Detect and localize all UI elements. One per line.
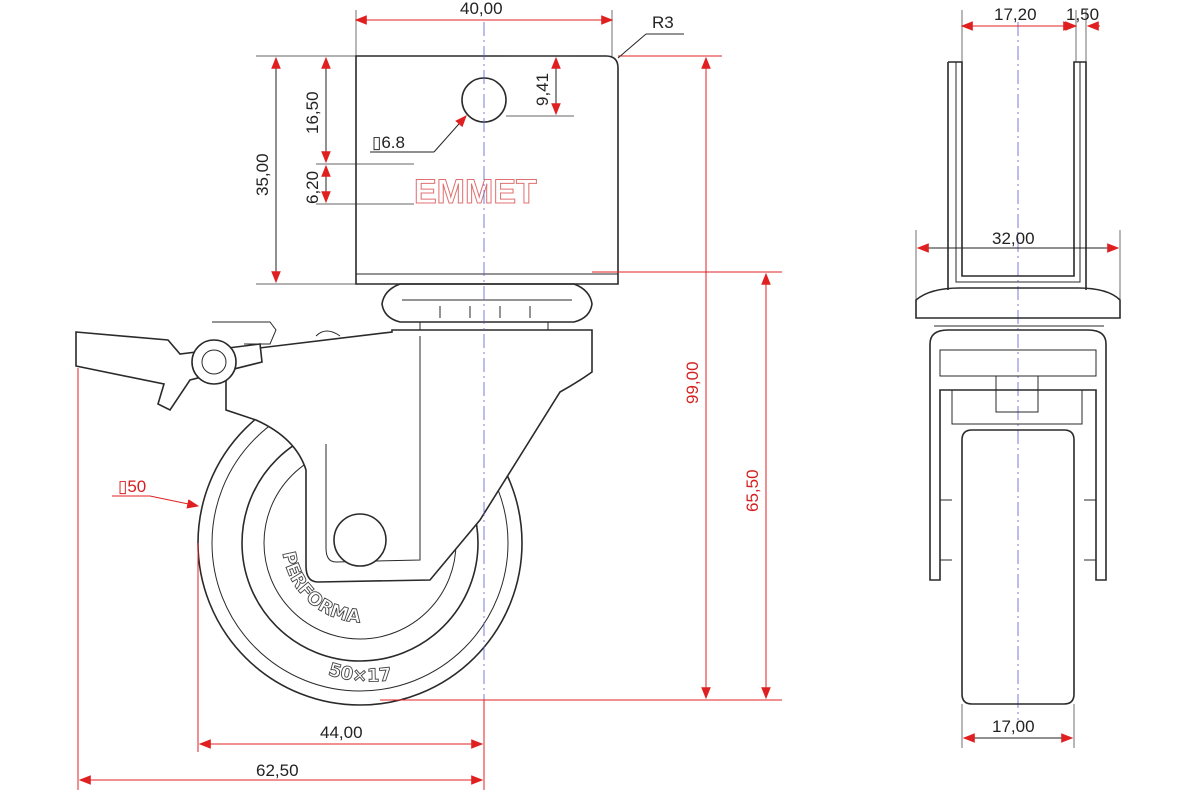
svg-text:35,00: 35,00 (253, 153, 272, 196)
svg-text:6,20: 6,20 (303, 171, 322, 204)
svg-text:17,00: 17,00 (992, 717, 1035, 736)
fork-housing (225, 329, 593, 583)
svg-text:65,50: 65,50 (743, 469, 762, 512)
svg-text:17,20: 17,20 (994, 5, 1037, 24)
svg-text:99,00: 99,00 (683, 361, 702, 404)
svg-text:44,00: 44,00 (320, 723, 363, 742)
svg-text:62,50: 62,50 (256, 761, 299, 780)
svg-text:9,41: 9,41 (533, 73, 552, 106)
swivel-bearing (381, 283, 593, 323)
svg-text:40,00: 40,00 (460, 0, 503, 18)
wheel-size-text: 50×17 (326, 659, 392, 686)
svg-text:1,50: 1,50 (1066, 5, 1099, 24)
brake-pivot (191, 339, 237, 385)
svg-text:16,50: 16,50 (303, 91, 322, 134)
brand-emblem: EMMET (414, 173, 537, 211)
svg-text:R3: R3 (652, 13, 674, 32)
dimensions: 40,00 R3 35,00 16,50 6,20 9,41 ▯6.8 99,0… (77, 0, 1121, 790)
svg-text:▯6.8: ▯6.8 (372, 133, 405, 152)
svg-text:32,00: 32,00 (992, 229, 1035, 248)
mounting-plate (355, 55, 619, 285)
front-view: EMMET PERFORMA 50×17 (75, 55, 619, 706)
svg-text:▯50: ▯50 (118, 477, 146, 496)
